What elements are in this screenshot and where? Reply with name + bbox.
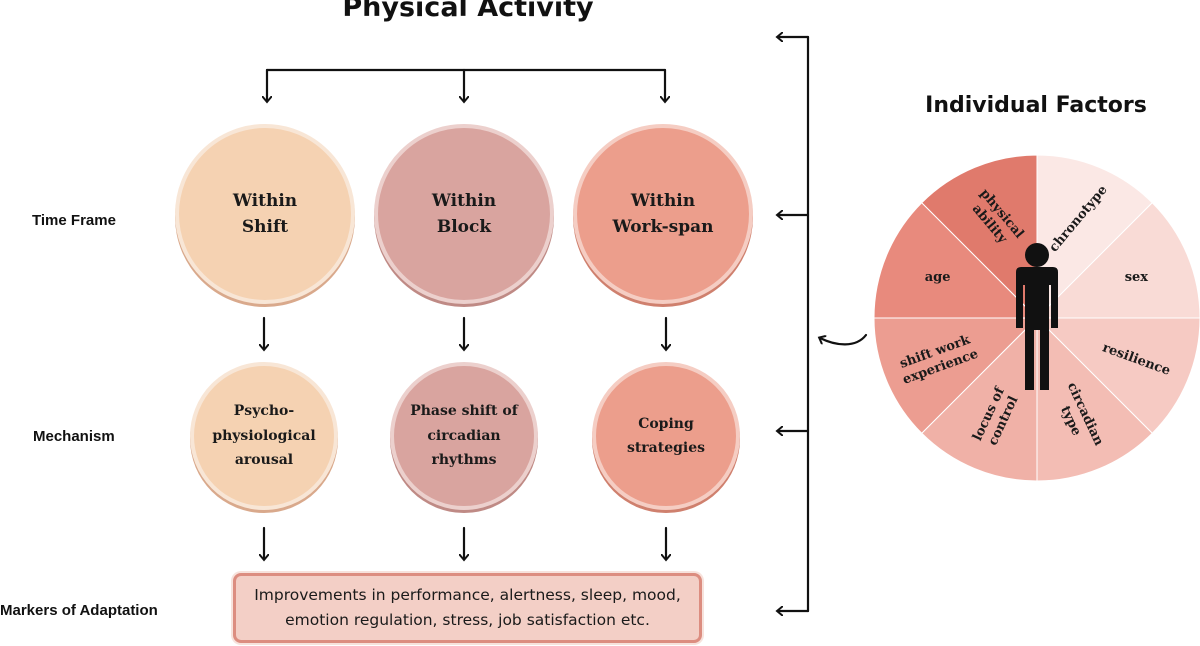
circle-coping-strategies: Coping strategies bbox=[592, 362, 740, 510]
circle-psychophysiological-arousal: Psycho- physiological arousal bbox=[190, 362, 338, 510]
wheel-segment-7 bbox=[921, 154, 1038, 320]
row-label-mechanism: Mechanism bbox=[33, 428, 115, 445]
wheel-curved-arrow bbox=[820, 333, 868, 346]
wheel-segment-0 bbox=[1036, 154, 1153, 320]
diagram-title: Physical Activity bbox=[342, 0, 594, 23]
wheel-segment-4 bbox=[921, 316, 1038, 482]
person-icon bbox=[1016, 243, 1058, 390]
circle-within-block: Within Block bbox=[374, 124, 554, 304]
wheel-label-sex: sex bbox=[1125, 270, 1149, 285]
circle-phase-shift: Phase shift of circadian rhythms bbox=[390, 362, 538, 510]
row-label-time-frame: Time Frame bbox=[32, 212, 116, 229]
row-label-markers: Markers of Adaptation bbox=[0, 602, 158, 619]
individual-factors-title: Individual Factors bbox=[925, 93, 1147, 118]
markers-of-adaptation-box: Improvements in performance, alertness, … bbox=[233, 573, 702, 643]
circle-within-workspan: Within Work-span bbox=[573, 124, 753, 304]
wheel-segment-5 bbox=[873, 317, 1039, 434]
wheel-label-age: age bbox=[925, 270, 951, 285]
wheel-segment-6 bbox=[873, 202, 1039, 319]
wheel-segment-3 bbox=[1036, 316, 1153, 482]
circle-within-shift: Within Shift bbox=[175, 124, 355, 304]
